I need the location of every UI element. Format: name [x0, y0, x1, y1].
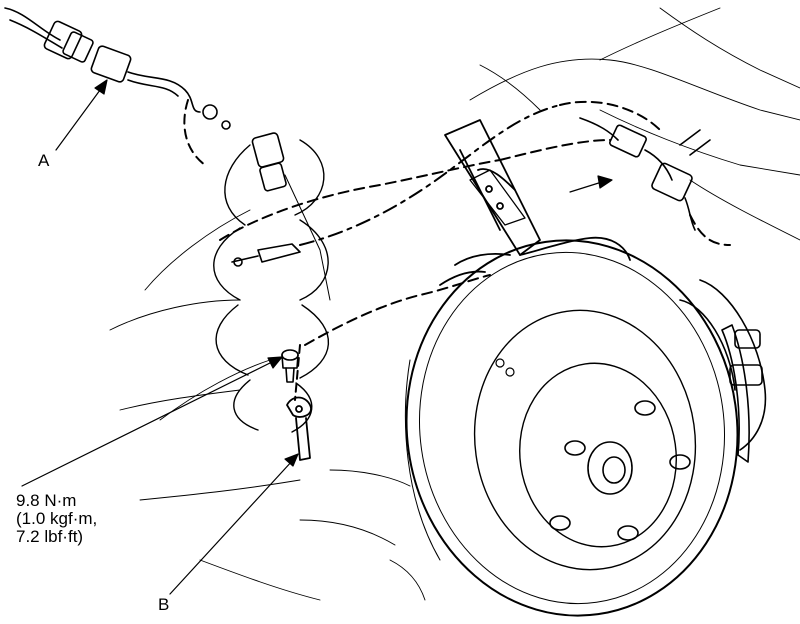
hub [495, 358, 691, 541]
callout-a-label: A [38, 151, 50, 170]
sensor-connector-mid [231, 132, 301, 267]
leader-arrows [21, 79, 613, 595]
mounting-bolt [281, 349, 299, 383]
body-structure [109, 7, 800, 601]
brake-disc [404, 239, 739, 617]
sensor-cable-routing [183, 99, 731, 401]
knuckle-frame [439, 119, 631, 286]
torque-spec: 9.8 N·m (1.0 kgf·m, 7.2 lbf·ft) [16, 492, 97, 546]
sensor-connector-right [579, 117, 711, 231]
coil-spring [213, 139, 331, 433]
wheel-speed-sensor [286, 396, 312, 461]
callout-b-label: B [158, 595, 170, 614]
harness-connectors [4, 7, 231, 130]
torque-spec-line-1: 9.8 N·m [16, 491, 77, 510]
brake-caliper [679, 279, 767, 463]
torque-spec-line-3: 7.2 lbf·ft) [16, 527, 84, 546]
torque-spec-line-2: (1.0 kgf·m, [16, 509, 98, 528]
